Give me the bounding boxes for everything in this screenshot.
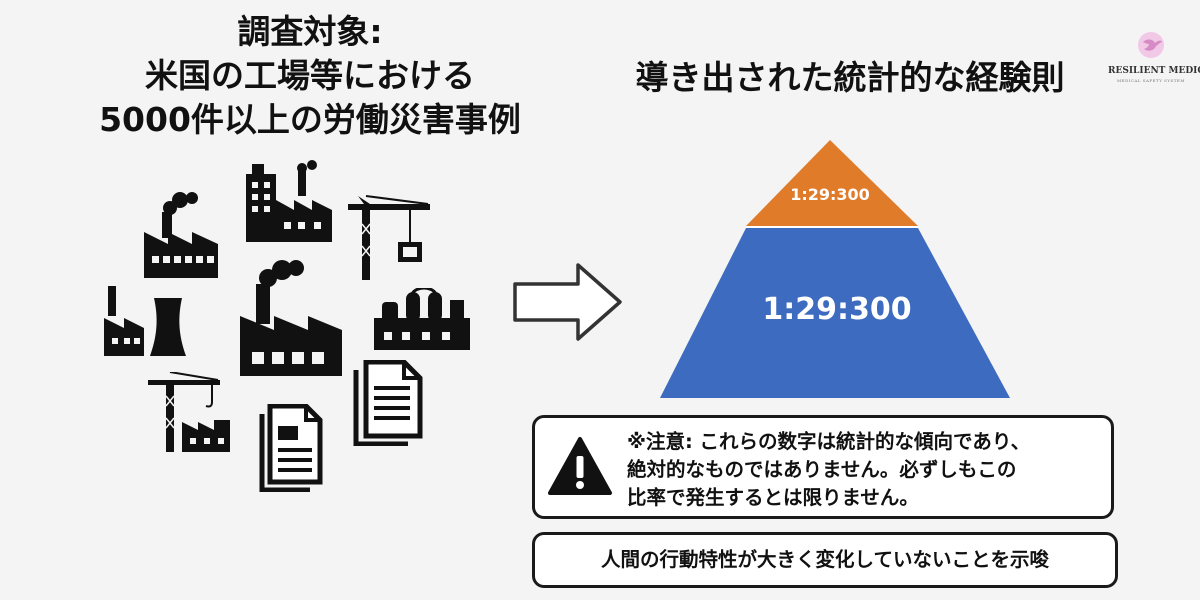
pyramid-top-label: 1:29:300 bbox=[790, 185, 870, 204]
caution-line-2: 絶対的なものではありません。必ずしもこの bbox=[627, 458, 1017, 481]
logo-name: RESILIENT MEDICAL bbox=[1108, 66, 1200, 76]
pyramid-main-label: 1:29:300 bbox=[762, 292, 912, 327]
rule-title: 導き出された統計的な経験則 bbox=[635, 58, 1065, 97]
pyramid-top bbox=[746, 140, 918, 226]
dove-heart-icon bbox=[1138, 32, 1164, 58]
factory-icon bbox=[144, 192, 218, 278]
right-arrow-icon bbox=[513, 263, 622, 341]
large-factory-icon bbox=[240, 260, 342, 376]
office-buildings-icon bbox=[246, 160, 332, 242]
heinrich-pyramid bbox=[660, 140, 1010, 398]
conclusion-box: 人間の行動特性が大きく変化していないことを示唆 bbox=[532, 532, 1118, 588]
warning-icon bbox=[548, 437, 612, 495]
pyramid-base bbox=[660, 228, 1010, 398]
refinery-icon bbox=[374, 288, 470, 350]
documents-icon bbox=[353, 360, 423, 446]
logo: RESILIENT MEDICAL MEDICAL SAFETY SYSTEM bbox=[1108, 30, 1200, 83]
caution-line-3: 比率で発生するとは限りません。 bbox=[627, 486, 919, 509]
caution-note: ※注意: これらの数字は統計的な傾向であり、 絶対的なものではありません。必ずし… bbox=[532, 415, 1114, 519]
caution-line-1: ※注意: これらの数字は統計的な傾向であり、 bbox=[627, 430, 1031, 453]
caution-text: ※注意: これらの数字は統計的な傾向であり、 絶対的なものではありません。必ずし… bbox=[627, 428, 1107, 512]
investigation-title: 調査対象: 米国の工場等における 5000件以上の労働災害事例 bbox=[40, 10, 580, 142]
crane-factory-icon bbox=[148, 372, 230, 452]
power-plant-icon bbox=[104, 286, 186, 356]
logo-tagline: MEDICAL SAFETY SYSTEM bbox=[1117, 78, 1185, 83]
investigation-title-line-1: 調査対象: bbox=[237, 12, 383, 51]
investigation-title-line-2: 米国の工場等における bbox=[145, 56, 475, 95]
investigation-title-line-3: 5000件以上の労働災害事例 bbox=[99, 100, 521, 139]
document-icon bbox=[259, 404, 323, 492]
tower-crane-icon bbox=[348, 195, 430, 280]
industry-icons bbox=[90, 150, 490, 590]
